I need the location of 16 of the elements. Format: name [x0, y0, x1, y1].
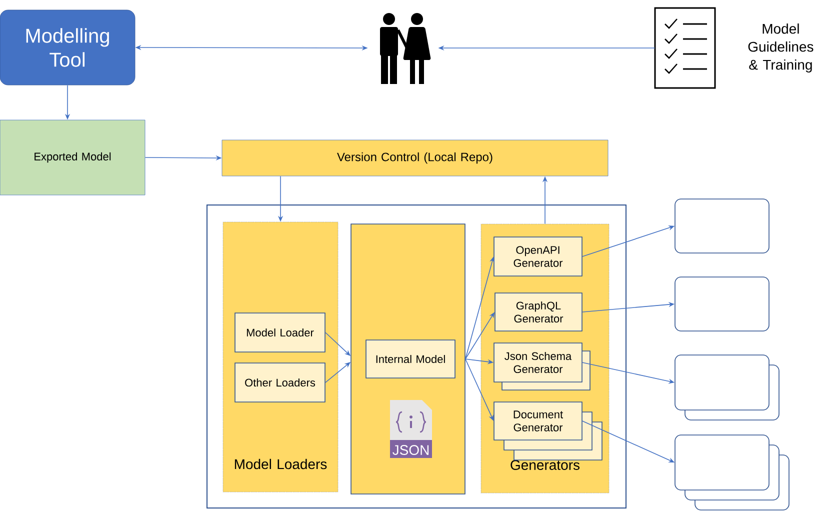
process-box: GraphQL Generator: [494, 292, 582, 332]
output-card: [674, 198, 770, 254]
process-box: Version Control (Local Repo): [222, 140, 608, 176]
process-box: Exported Model: [0, 120, 146, 196]
process-box: Internal Model: [366, 340, 456, 378]
icon-label: JSON: [392, 445, 429, 455]
tool-box: Modelling Tool: [0, 10, 136, 86]
process-box: Document Generator: [494, 402, 602, 460]
output-card: [674, 434, 790, 510]
process-box: Json Schema Generator: [494, 342, 590, 390]
output-card: [674, 354, 780, 420]
output-card: [674, 276, 770, 332]
process-box: Model Loader: [234, 312, 326, 352]
process-box: OpenAPI Generator: [494, 236, 582, 276]
process-box: Other Loaders: [234, 362, 326, 402]
people-icon: [380, 13, 431, 84]
